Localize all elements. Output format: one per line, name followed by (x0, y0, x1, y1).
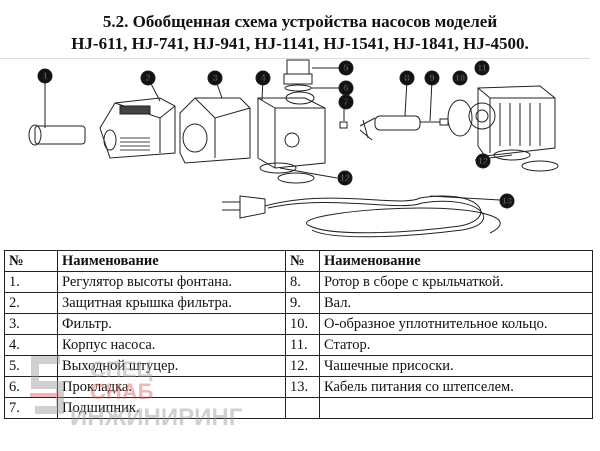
callout-4: 4 (255, 70, 271, 86)
table-row: 2.Защитная крышка фильтра.9.Вал. (4, 292, 593, 314)
callout-2: 2 (140, 70, 156, 86)
cell: 2. (4, 292, 58, 314)
part-outlet-fitting (283, 59, 340, 85)
table-row: 4.Корпус насоса.11.Статор. (4, 334, 593, 356)
part-power-cable (222, 195, 501, 238)
callout-5: 5 (338, 60, 354, 76)
cell: 13. (285, 376, 320, 398)
part-shaft (420, 79, 449, 126)
cell: 10. (285, 313, 320, 335)
svg-text:12: 12 (478, 156, 488, 166)
cell: 6. (4, 376, 58, 398)
callout-1: 1 (37, 68, 53, 84)
svg-text:13: 13 (502, 196, 512, 206)
table-row: 5.Выходной штуцер.12.Чашечные присоски. (4, 355, 593, 377)
header-number: № (4, 250, 58, 272)
table-row: 1.Регулятор высоты фонтана.8.Ротор в сбо… (4, 271, 593, 293)
cell: Чашечные присоски. (319, 355, 593, 377)
cell: Выходной штуцер. (57, 355, 286, 377)
callout-6: 6 (338, 80, 354, 96)
part-stator (468, 85, 556, 157)
svg-text:10: 10 (455, 73, 465, 83)
table-row: 7.Подшипник. (4, 397, 593, 419)
cell: Ротор в сборе с крыльчаткой. (319, 271, 593, 293)
section-title-line1: 5.2. Обобщенная схема устройства насосов… (102, 12, 498, 31)
cell: 12. (285, 355, 320, 377)
callout-9: 9 (424, 70, 440, 86)
part-suction-cups (259, 149, 559, 184)
part-rotor (359, 79, 421, 141)
section-title-line2: HJ-611, HJ-741, HJ-941, HJ-1141, HJ-1541… (71, 34, 529, 53)
cell: Фильтр. (57, 313, 286, 335)
table-header-row: № Наименование № Наименование (4, 250, 593, 272)
svg-text:8: 8 (404, 73, 409, 83)
svg-text:1: 1 (42, 71, 47, 81)
callout-3: 3 (207, 70, 223, 86)
cell: 9. (285, 292, 320, 314)
cell (285, 397, 320, 419)
part-filter-cover (99, 77, 176, 159)
divider (0, 58, 590, 59)
svg-text:9: 9 (429, 73, 434, 83)
svg-text:6: 6 (343, 83, 348, 93)
part-gasket (284, 84, 340, 92)
cell: О-образное уплотнительное кольцо. (319, 313, 593, 335)
svg-text:7: 7 (343, 97, 348, 107)
cell: Прокладка. (57, 376, 286, 398)
svg-text:5: 5 (343, 63, 348, 73)
svg-text:4: 4 (260, 73, 265, 83)
cell: 3. (4, 313, 58, 335)
cell: Корпус насоса. (57, 334, 286, 356)
cell: Статор. (319, 334, 593, 356)
callout-7: 7 (338, 94, 354, 110)
callout-12a: 12 (337, 170, 353, 186)
cell: 7. (4, 397, 58, 419)
part-o-ring (447, 99, 473, 137)
header-name: Наименование (57, 250, 286, 272)
cell: 5. (4, 355, 58, 377)
callout-10: 10 (452, 70, 468, 86)
cell: 11. (285, 334, 320, 356)
table-row: 6.Прокладка.13.Кабель питания со штепсел… (4, 376, 593, 398)
svg-text:11: 11 (477, 63, 487, 73)
header-number-2: № (285, 250, 320, 272)
part-fountain-regulator (28, 78, 86, 146)
cell: Кабель питания со штепселем. (319, 376, 593, 398)
cell: Защитная крышка фильтра. (57, 292, 286, 314)
svg-text:2: 2 (145, 73, 150, 83)
cell: Подшипник. (57, 397, 286, 419)
callout-11: 11 (474, 60, 490, 76)
table-row: 3.Фильтр.10.О-образное уплотнительное ко… (4, 313, 593, 335)
cell: 1. (4, 271, 58, 293)
cell: 4. (4, 334, 58, 356)
part-bearing (339, 108, 348, 129)
svg-text:3: 3 (212, 73, 217, 83)
callout-13: 13 (499, 193, 515, 209)
callout-8: 8 (399, 70, 415, 86)
cell (319, 397, 593, 419)
cell: Вал. (319, 292, 593, 314)
part-pump-body (257, 77, 326, 169)
callout-12b: 12 (475, 153, 491, 169)
pump-exploded-diagram: 1 2 3 4 5 6 7 8 9 10 11 12 12 13 (28, 59, 559, 238)
svg-text:12: 12 (340, 173, 350, 183)
cell: Регулятор высоты фонтана. (57, 271, 286, 293)
parts-table: № Наименование № Наименование 1.Регулято… (4, 250, 593, 419)
header-name-2: Наименование (319, 250, 593, 272)
part-filter (179, 77, 251, 164)
cell: 8. (285, 271, 320, 293)
